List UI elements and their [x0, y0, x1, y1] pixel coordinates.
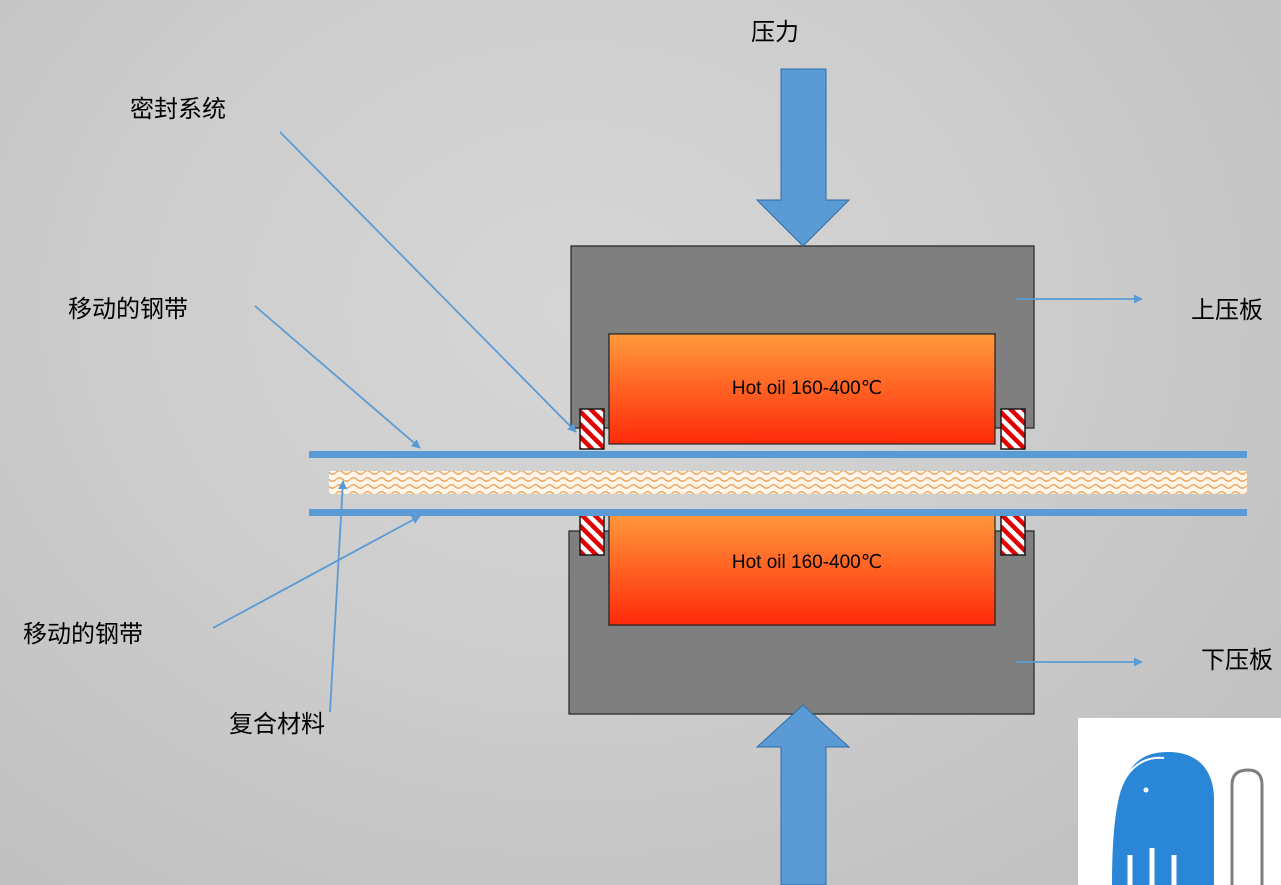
steel-belt-bottom — [309, 509, 1247, 516]
label-moving-belt-top: 移动的钢带 — [68, 295, 188, 323]
leader-belt-top — [254, 305, 421, 449]
seal-top-right — [1000, 408, 1026, 450]
label-hot-oil-bottom: Hot oil 160-400℃ — [732, 552, 882, 573]
steel-belt-top — [309, 451, 1247, 458]
seal-bottom-right — [1000, 514, 1026, 556]
pressure-arrow-up — [755, 704, 851, 885]
label-sealing-system: 密封系统 — [130, 95, 226, 123]
seal-bottom-left — [579, 514, 605, 556]
label-composite: 复合材料 — [229, 710, 325, 738]
composite-layer — [329, 471, 1247, 494]
label-lower-platen: 下压板 — [1201, 646, 1273, 674]
leader-sealing-system — [279, 131, 577, 433]
label-hot-oil-top: Hot oil 160-400℃ — [732, 378, 882, 399]
seal-top-left — [579, 408, 605, 450]
leader-belt-bottom — [212, 515, 421, 629]
leader-composite — [329, 480, 348, 713]
hot-oil-block-bottom — [608, 512, 996, 626]
elephant-logo-icon — [1078, 718, 1281, 885]
hot-oil-block-top — [608, 333, 996, 445]
pressure-arrow-down — [755, 68, 851, 247]
label-moving-belt-bottom: 移动的钢带 — [23, 620, 143, 648]
label-pressure: 压力 — [751, 18, 799, 46]
label-upper-platen: 上压板 — [1191, 296, 1263, 324]
